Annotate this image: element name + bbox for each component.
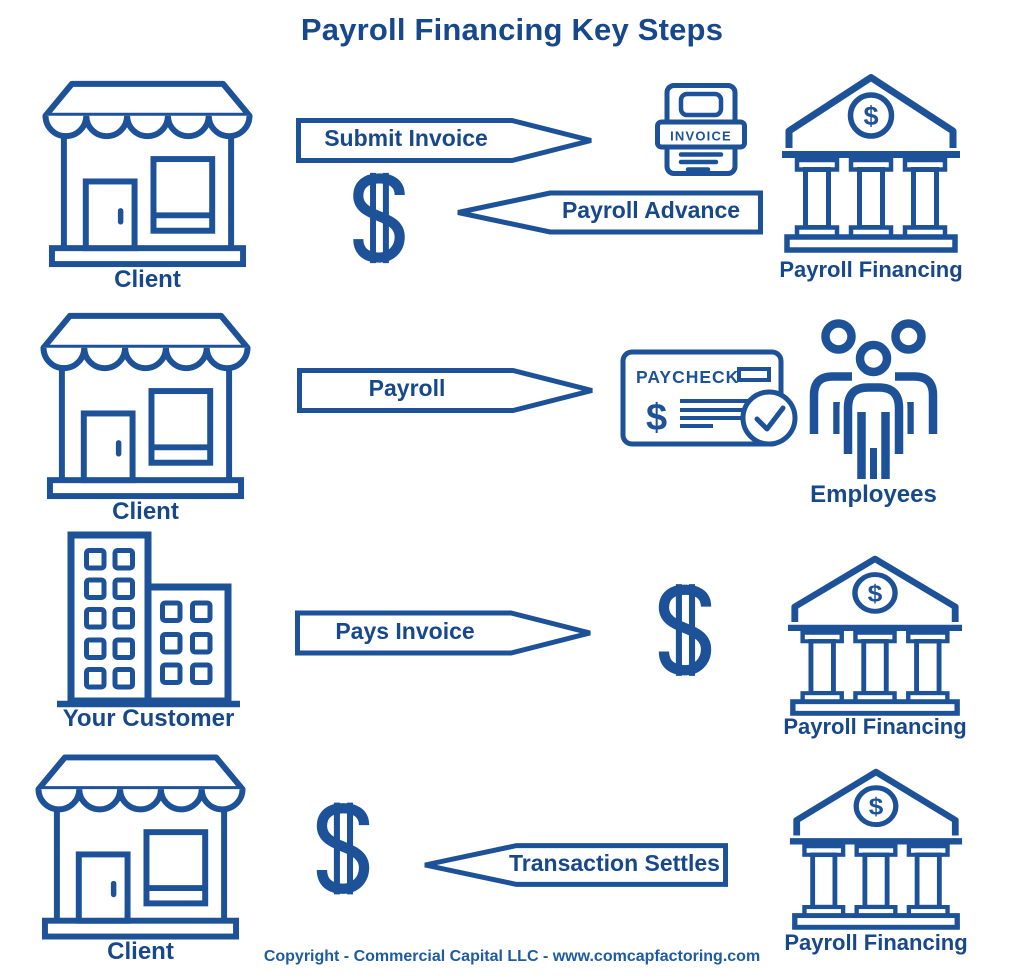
- row1-client-storefront-icon: [42, 78, 253, 268]
- payroll-advance-arrow-label: Payroll Advance: [561, 197, 741, 223]
- row3-bank-icon: $: [786, 554, 964, 716]
- dollar-icon: [656, 582, 714, 678]
- paycheck-title-text: PAYCHECK: [636, 367, 739, 387]
- row2-client-storefront-icon: [40, 310, 251, 500]
- row2-client-label: Client: [112, 498, 179, 525]
- copyright-footer: Copyright - Commercial Capital LLC - www…: [263, 948, 761, 965]
- bank-dollar-text: $: [869, 794, 884, 821]
- page-title: Payroll Financing Key Steps: [300, 12, 724, 47]
- payroll-arrow-label: Payroll: [368, 375, 446, 401]
- dollar-icon: [314, 801, 372, 896]
- payroll-arrow: Payroll: [297, 367, 595, 414]
- customer-buildings-icon: [56, 531, 241, 708]
- paycheck-icon: PAYCHECK $: [620, 349, 802, 453]
- arrow-right-icon: [297, 368, 593, 413]
- pays-invoice-arrow-label: Pays Invoice: [335, 617, 475, 644]
- invoice-document-icon: INVOICE: [655, 83, 747, 177]
- row1-financer-label: Payroll Financing: [779, 257, 963, 282]
- bank-dollar-text: $: [863, 101, 878, 131]
- paycheck-dollar-text: $: [646, 397, 667, 439]
- row3-financer-label: Payroll Financing: [783, 714, 967, 739]
- invoice-text: INVOICE: [670, 129, 732, 144]
- row4-client-label: Client: [107, 938, 174, 965]
- bank-dollar-text: $: [868, 580, 883, 607]
- transaction-settles-arrow: Transaction Settles: [422, 841, 728, 889]
- dollar-icon: [350, 172, 408, 264]
- transaction-settles-arrow-label: Transaction Settles: [509, 849, 720, 876]
- employees-label: Employees: [810, 481, 937, 508]
- row4-client-storefront-icon: [35, 752, 246, 940]
- customer-label: Your Customer: [62, 705, 235, 732]
- row1-bank-icon: $: [780, 72, 962, 253]
- arrow-right-icon: [295, 610, 591, 656]
- arrow-left-icon: [457, 190, 763, 235]
- submit-invoice-arrow-label: Submit Invoice: [324, 125, 488, 151]
- pays-invoice-arrow: Pays Invoice: [295, 609, 593, 657]
- row4-financer-label: Payroll Financing: [784, 930, 968, 955]
- row1-client-label: Client: [114, 266, 181, 293]
- checkmark-icon: [754, 405, 786, 432]
- payroll-advance-arrow: Payroll Advance: [455, 190, 763, 235]
- submit-invoice-arrow: Submit Invoice: [296, 117, 594, 164]
- row4-bank-icon: $: [788, 767, 964, 930]
- arrow-right-icon: [296, 118, 592, 163]
- arrow-left-icon: [424, 843, 728, 887]
- employees-icon: [806, 313, 941, 481]
